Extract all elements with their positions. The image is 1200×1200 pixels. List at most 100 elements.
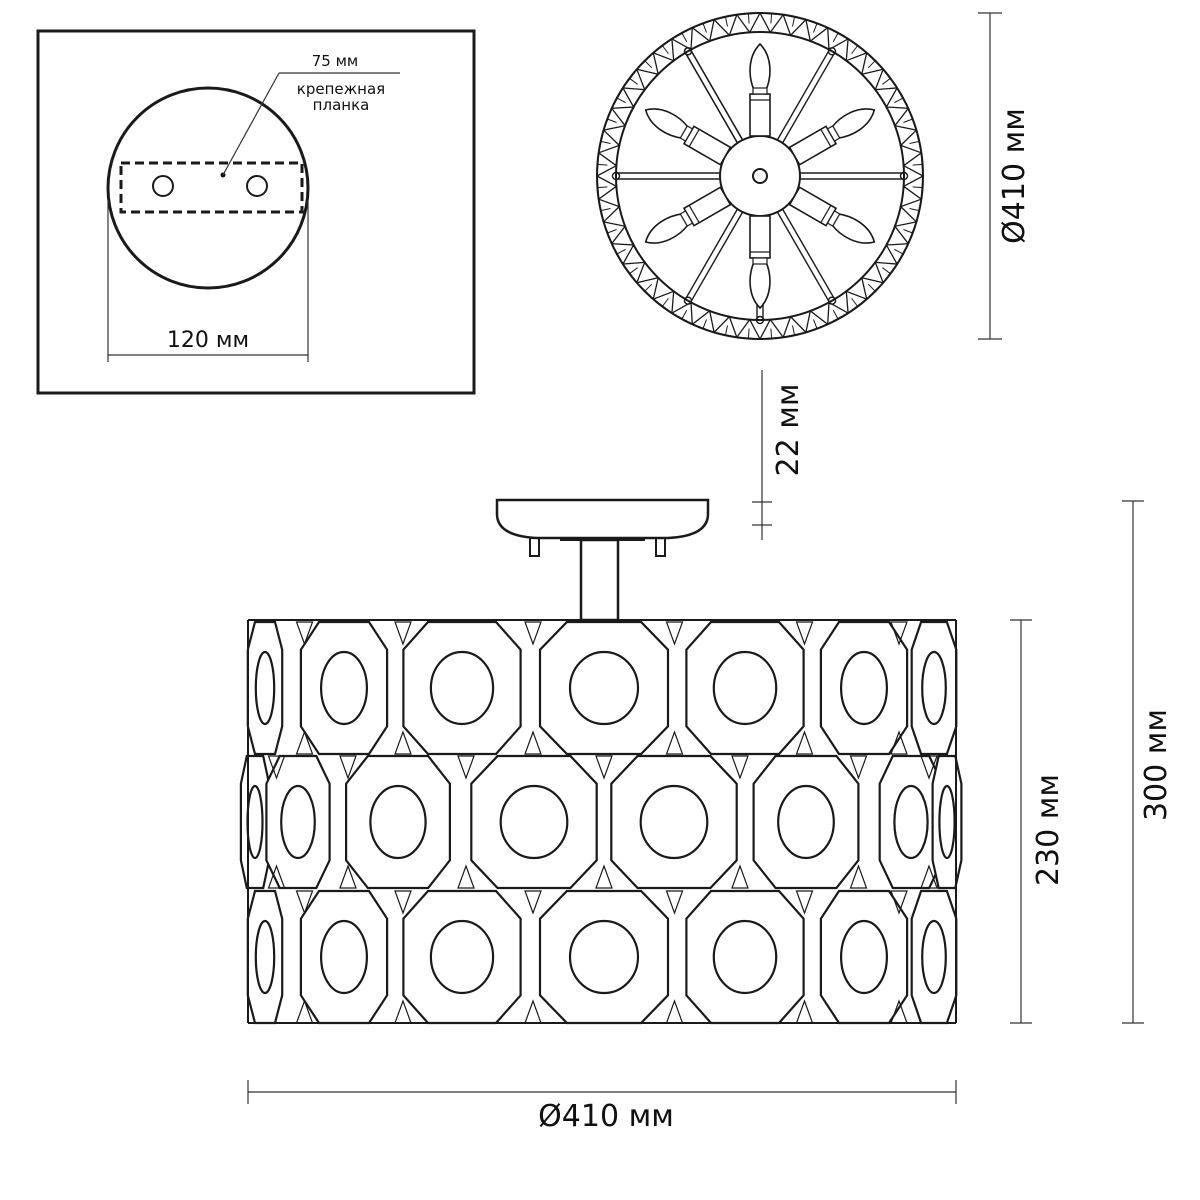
crystal-gap-facet bbox=[524, 730, 542, 755]
bulb-base bbox=[679, 125, 694, 142]
ring-crystal-edge bbox=[607, 118, 617, 123]
candle-bulb bbox=[749, 261, 771, 310]
crystal-lens bbox=[369, 784, 427, 860]
callout-label-line2: планка bbox=[313, 96, 370, 114]
callout-leader bbox=[222, 72, 280, 176]
bar-spacing-label: 75 мм bbox=[312, 52, 359, 70]
spoke-bolt bbox=[827, 47, 837, 56]
crystal-lens bbox=[921, 650, 947, 726]
ring-crystal-edge bbox=[600, 208, 611, 212]
octagon-crystal bbox=[470, 754, 598, 890]
octagon-crystal bbox=[299, 620, 389, 756]
octagon-crystal bbox=[685, 889, 805, 1025]
ring-crystal-edge bbox=[813, 319, 818, 329]
ring-crystal-edge bbox=[882, 267, 891, 275]
mounting-hole-left bbox=[152, 175, 174, 197]
canopy-width-label: 120 мм bbox=[167, 328, 249, 353]
crystal-gap-facet bbox=[920, 755, 938, 780]
crystal-gap-facet bbox=[665, 730, 684, 755]
ring-crystal-facet bbox=[874, 261, 899, 285]
crystal-gap-facet bbox=[795, 730, 814, 755]
octagon-crystal bbox=[819, 620, 909, 756]
ring-crystal-facet bbox=[610, 86, 635, 110]
frame-spoke bbox=[689, 49, 744, 141]
crystal-gap-facet bbox=[731, 864, 749, 889]
bulb-base bbox=[826, 125, 841, 142]
ring-crystal-edge bbox=[770, 328, 773, 339]
crystal-gap-facet bbox=[339, 864, 357, 889]
crystal-gap-facet bbox=[295, 621, 314, 646]
ring-crystal-edge bbox=[770, 13, 773, 24]
crystal-lens bbox=[938, 784, 956, 860]
crystal-gap-facet bbox=[457, 755, 475, 780]
gap-label: 22 мм bbox=[771, 384, 806, 477]
ring-crystal-edge bbox=[867, 60, 876, 69]
ring-crystal-facet bbox=[874, 67, 899, 91]
spoke-bolt bbox=[611, 171, 621, 181]
mounting-bar-dashed bbox=[119, 161, 304, 214]
octagon-crystal bbox=[402, 889, 522, 1025]
crystal-gap-facet bbox=[890, 621, 908, 646]
crystal-lens bbox=[921, 919, 947, 995]
crystal-gap-facet bbox=[849, 755, 868, 780]
total-height-label: 300 мм bbox=[1139, 709, 1174, 821]
crystal-gap-facet bbox=[394, 621, 412, 646]
ring-crystal-edge bbox=[909, 140, 920, 144]
ring-crystal-edge bbox=[661, 298, 669, 307]
ring-crystal-edge bbox=[600, 140, 611, 144]
octagon-crystal bbox=[265, 754, 331, 890]
crystal-lens bbox=[839, 919, 888, 995]
crystal-gap-facet bbox=[394, 730, 412, 755]
ring-crystal-facet bbox=[885, 242, 910, 266]
crystal-gap-facet bbox=[795, 890, 814, 915]
crystal-gap-facet bbox=[731, 755, 749, 780]
octagon-crystal bbox=[299, 889, 389, 1025]
callout-label-line1: крепежная bbox=[297, 80, 385, 98]
crystal-lens bbox=[893, 784, 929, 860]
crystal-lens bbox=[429, 919, 495, 995]
ring-crystal-edge bbox=[629, 77, 638, 85]
ring-crystal-edge bbox=[792, 16, 796, 27]
ring-crystal-edge bbox=[681, 32, 688, 42]
ring-crystal-edge bbox=[832, 32, 839, 42]
ring-crystal-edge bbox=[616, 248, 626, 255]
ring-crystal-facet bbox=[610, 242, 635, 266]
ring-crystal-edge bbox=[894, 248, 904, 255]
canopy bbox=[495, 498, 710, 540]
crystal-gap-facet bbox=[595, 864, 613, 889]
crystal-gap-facet bbox=[295, 890, 314, 915]
stem bbox=[579, 538, 620, 622]
ring-crystal-edge bbox=[851, 298, 859, 307]
ring-crystal-edge bbox=[661, 45, 669, 54]
bulb-base bbox=[679, 210, 694, 227]
ring-crystal-edge bbox=[629, 267, 638, 275]
ring-crystal-edge bbox=[724, 325, 728, 336]
ring-crystal-facet bbox=[670, 301, 694, 326]
crystal-gap-facet bbox=[849, 864, 868, 889]
crystal-gap-facet bbox=[920, 864, 938, 889]
crystal-gap-facet bbox=[890, 999, 908, 1024]
frame-spoke bbox=[781, 52, 836, 144]
ring-crystal-facet bbox=[826, 26, 850, 51]
ring-crystal-facet bbox=[621, 261, 646, 285]
octagon-crystal bbox=[538, 620, 670, 756]
spoke-bolt bbox=[683, 47, 693, 56]
octagon-crystal bbox=[246, 889, 284, 1025]
octagon-crystal bbox=[246, 620, 284, 756]
crystal-gap-facet bbox=[795, 999, 814, 1024]
crystal-gap-facet bbox=[665, 890, 684, 915]
lamp-holder bbox=[788, 108, 876, 166]
crystal-gap-facet bbox=[267, 755, 286, 780]
ring-crystal-edge bbox=[832, 310, 839, 320]
ring-crystal-edge bbox=[747, 13, 750, 24]
crystal-lens bbox=[839, 650, 888, 726]
ring-crystal-edge bbox=[681, 310, 688, 320]
ring-crystal-edge bbox=[724, 16, 728, 27]
ring-crystal-edge bbox=[747, 328, 750, 339]
ring-crystal-edge bbox=[912, 163, 923, 166]
mounting-plate-inset: 75 мм крепежная планка 120 мм bbox=[36, 29, 476, 395]
mounting-hole-right bbox=[246, 175, 268, 197]
ring-crystal-facet bbox=[670, 26, 694, 51]
crystal-lens bbox=[254, 650, 276, 726]
crystal-lens bbox=[320, 919, 369, 995]
